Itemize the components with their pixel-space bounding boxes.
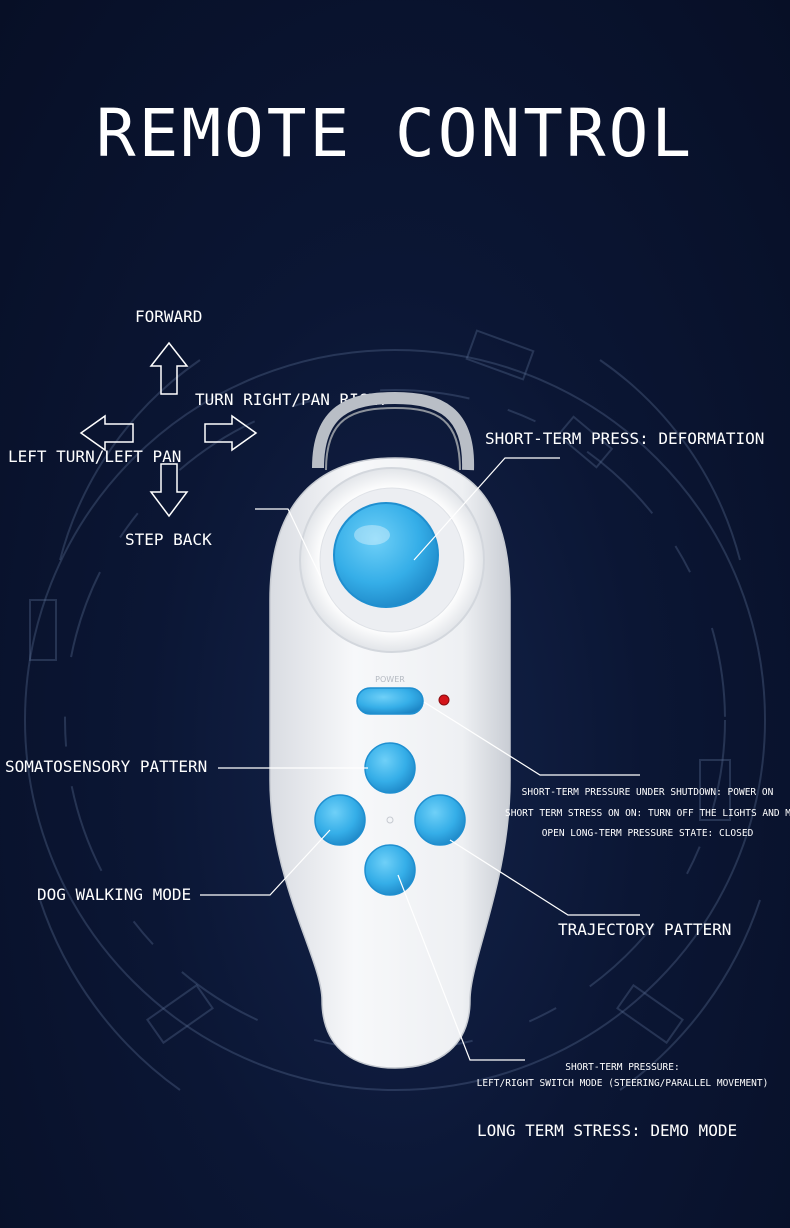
arrow-left-icon [79,414,134,452]
lanyard-ring [312,391,475,471]
callout-line-switch [397,874,525,1061]
arrow-up-icon [149,341,189,395]
label-somatosensory: SOMATOSENSORY PATTERN [5,757,208,776]
dpad-bottom-button [364,844,416,896]
label-forward: FORWARD [135,307,203,326]
power-mark: POWER [375,675,405,684]
power-note-2: SHORT TERM STRESS ON ON: TURN OFF THE LI… [505,808,790,819]
callout-line-deformation [413,457,560,561]
switch-note-2: LEFT/RIGHT SWITCH MODE (STEERING/PARALLE… [476,1078,769,1089]
dpad [314,742,466,896]
led-indicator [438,694,450,706]
power-note-1: SHORT-TERM PRESSURE UNDER SHUTDOWN: POWE… [521,787,774,798]
power-button [356,687,424,715]
callout-line-power [423,701,640,776]
arrow-right-icon [204,414,258,452]
label-dog-walking: DOG WALKING MODE [37,885,192,904]
callout-line-trajectory [449,839,640,916]
label-demo-mode: LONG TERM STRESS: DEMO MODE [477,1121,738,1140]
callout-line-joystick [255,508,323,581]
label-deformation: SHORT-TERM PRESS: DEFORMATION [485,429,765,448]
callout-line-dog-walking [200,829,331,896]
label-step-back: STEP BACK [125,530,212,549]
joystick-button [333,502,439,608]
switch-note-1: SHORT-TERM PRESSURE: [565,1062,680,1073]
label-left-turn: LEFT TURN/LEFT PAN [8,447,182,466]
label-trajectory: TRAJECTORY PATTERN [558,920,732,939]
page-title: REMOTE CONTROL [95,95,695,172]
arrow-down-icon [149,463,189,518]
dpad-right-button [414,794,466,846]
power-note-3: OPEN LONG-TERM PRESSURE STATE: CLOSED [541,828,754,839]
